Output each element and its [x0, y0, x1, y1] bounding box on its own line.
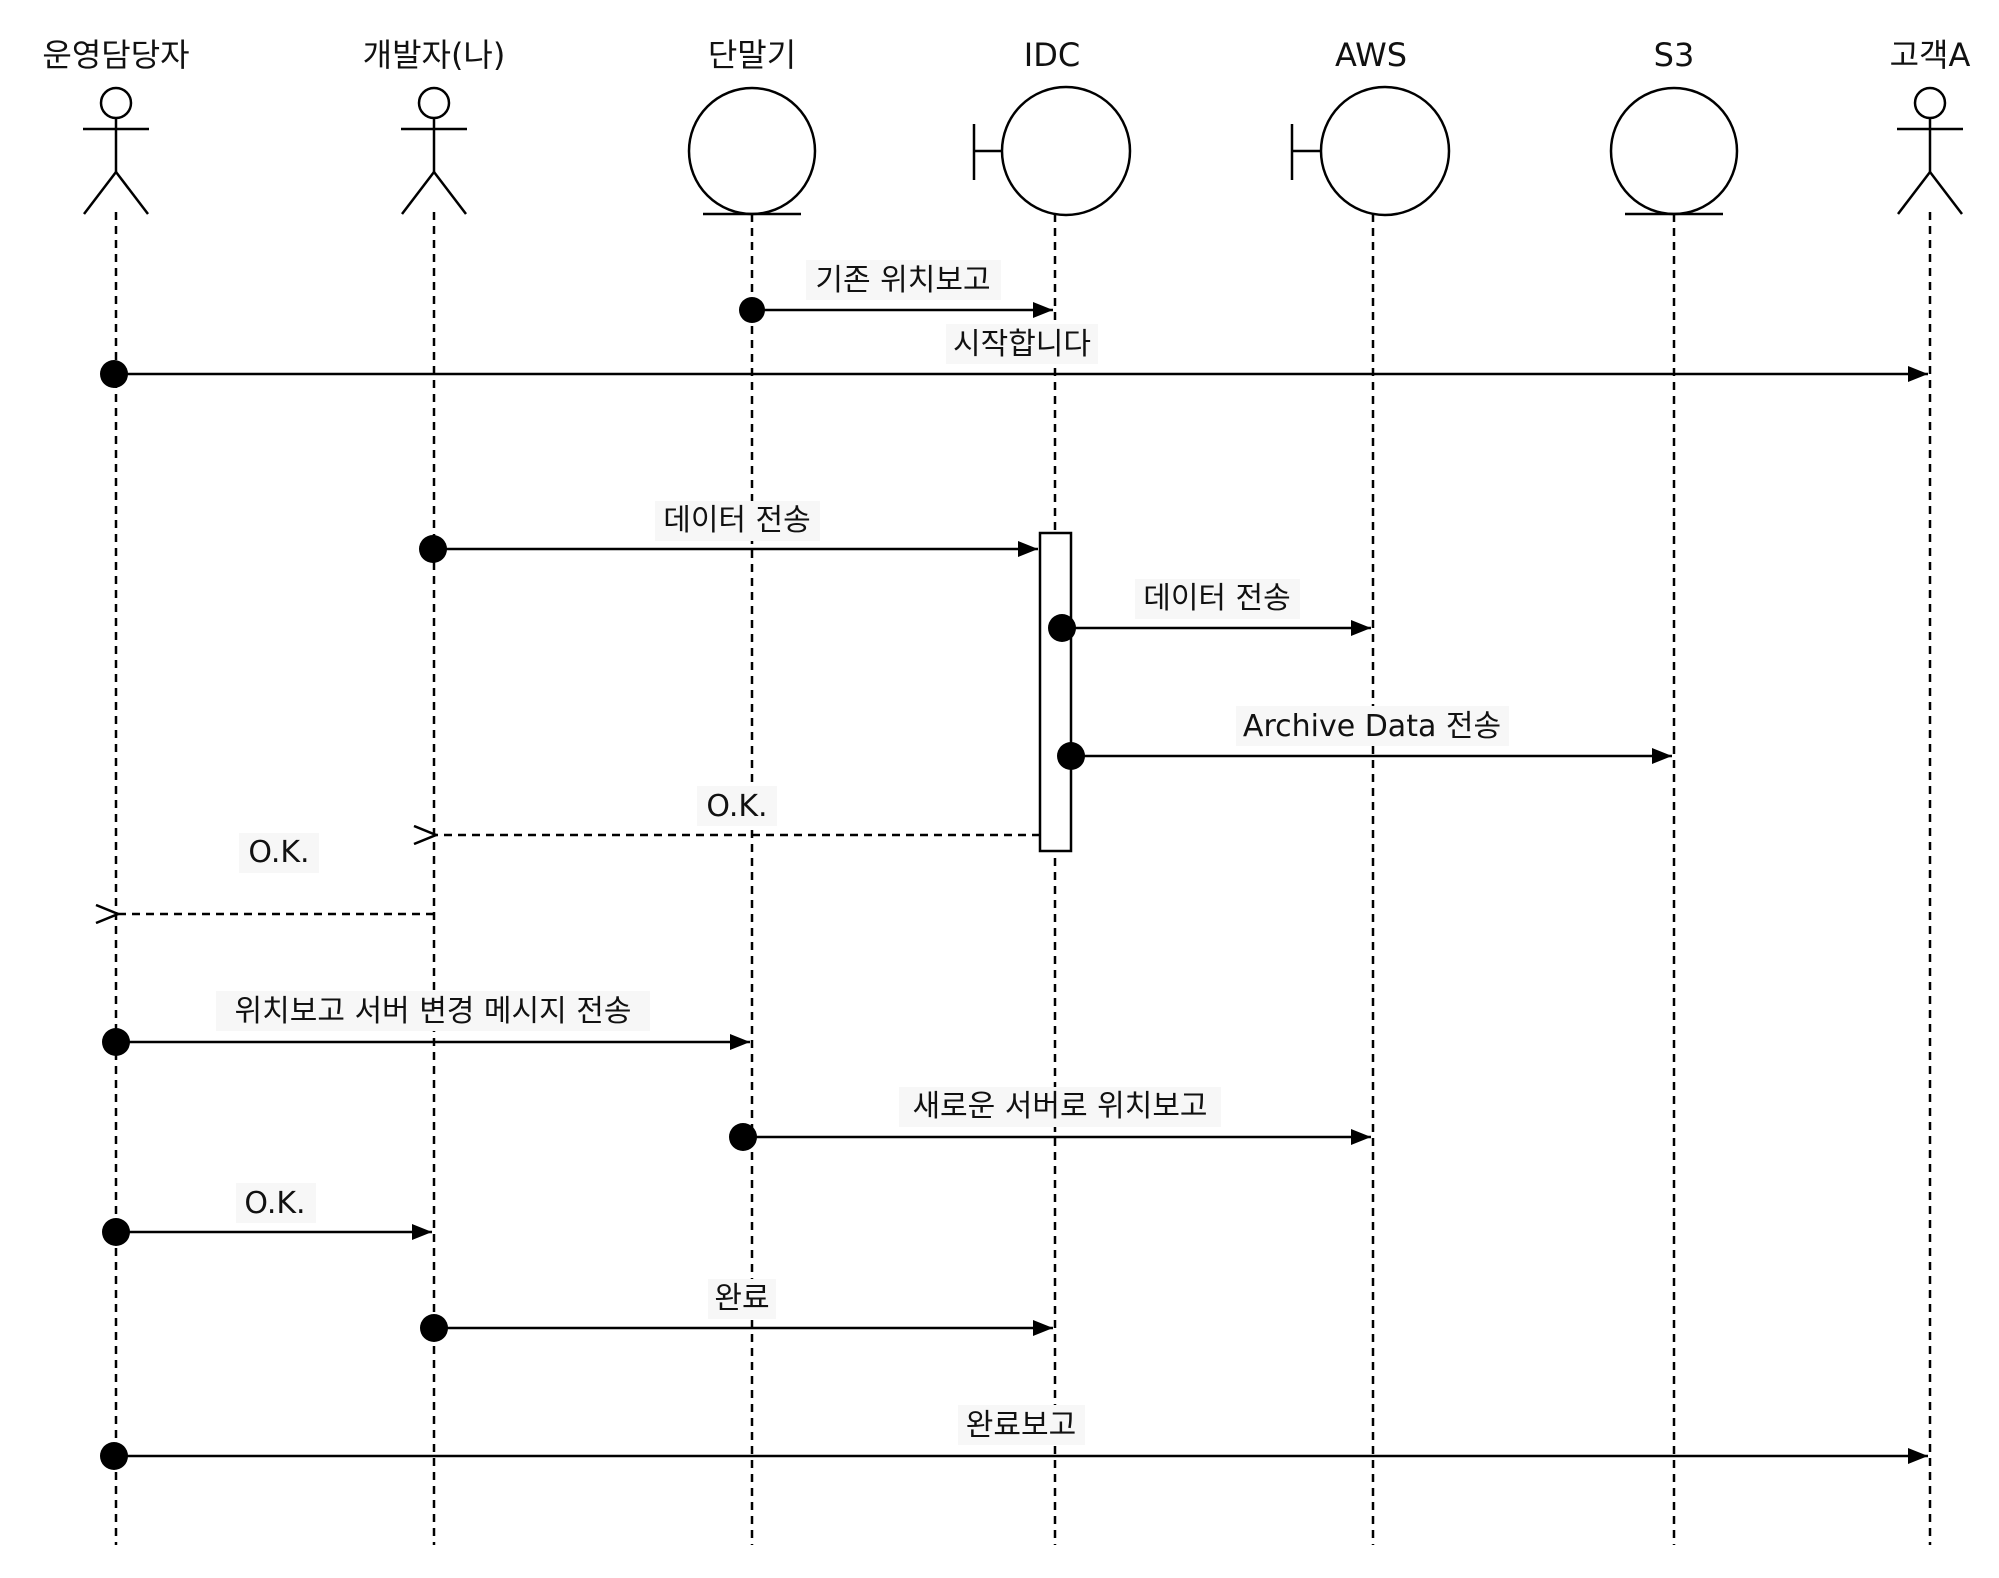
- message-label: 완료: [714, 1281, 769, 1316]
- message-label: O.K.: [706, 789, 767, 824]
- message-start-dot: [100, 360, 128, 388]
- message-completion-report: 완료보고: [100, 1405, 1928, 1470]
- message-label-bg: [1135, 579, 1300, 619]
- message-start-dot: [1057, 742, 1085, 770]
- message-label: 위치보고 서버 변경 메시지 전송: [235, 994, 632, 1029]
- message-start-dot: [102, 1028, 130, 1056]
- participant-s3: S3: [1609, 36, 1739, 216]
- message-start-dot: [102, 1218, 130, 1246]
- message-existing-location-report: 기존 위치보고: [739, 260, 1053, 323]
- message-report-to-new-server: 새로운 서버로 위치보고: [729, 1087, 1371, 1151]
- participant-operations-manager: 운영담당자: [42, 36, 190, 215]
- message-change-server-request: 위치보고 서버 변경 메시지 전송: [102, 991, 750, 1056]
- participant-aws: AWS: [1290, 36, 1451, 217]
- participant-customer-a: 고객A: [1890, 36, 1971, 215]
- message-label-bg: [697, 786, 777, 826]
- message-label: O.K.: [244, 1186, 305, 1221]
- actor-icon: [401, 86, 467, 215]
- participant-name: 단말기: [708, 36, 796, 74]
- actor-icon: [1897, 86, 1963, 215]
- boundary-icon: [1290, 85, 1451, 217]
- message-label-bg: [899, 1087, 1221, 1127]
- message-start-dot: [100, 1442, 128, 1470]
- message-label: O.K.: [248, 835, 309, 870]
- message-start-dot: [739, 297, 765, 323]
- participant-name: AWS: [1335, 36, 1407, 74]
- message-label: 새로운 서버로 위치보고: [912, 1089, 1207, 1124]
- message-ok-reply-to-developer: O.K.: [436, 786, 1040, 835]
- message-label: 완료보고: [966, 1408, 1076, 1443]
- lifelines: [114, 212, 1932, 1545]
- message-data-transfer-to-aws: 데이터 전송: [1048, 579, 1371, 642]
- message-data-transfer-to-idc: 데이터 전송: [419, 501, 1038, 563]
- participant-name: S3: [1654, 36, 1695, 74]
- participant-name: IDC: [1024, 36, 1080, 74]
- message-label-bg: [236, 1183, 316, 1223]
- participant-idc: IDC: [972, 36, 1132, 217]
- message-start-dot: [729, 1123, 757, 1151]
- message-label-bg: [946, 324, 1098, 364]
- actor-icon: [83, 86, 149, 215]
- message-start-dot: [420, 1314, 448, 1342]
- entity-icon: [1609, 86, 1739, 216]
- message-start-dot: [1048, 614, 1076, 642]
- message-label-bg: [1236, 706, 1509, 746]
- boundary-icon: [972, 85, 1132, 217]
- participant-name: 개발자(나): [363, 36, 506, 74]
- message-label-bg: [655, 501, 820, 541]
- message-label-bg: [239, 833, 319, 873]
- message-ok-reply-to-operations: O.K.: [118, 833, 434, 914]
- message-label: Archive Data 전송: [1243, 709, 1501, 744]
- participant-name: 운영담당자: [42, 36, 189, 74]
- activation-bar-idc: [1038, 531, 1073, 853]
- message-ok-to-developer: O.K.: [102, 1183, 432, 1246]
- message-archive-data-transfer: Archive Data 전송: [1057, 706, 1672, 770]
- message-label: 데이터 전송: [663, 503, 811, 538]
- message-start: 시작합니다: [100, 324, 1928, 388]
- message-label-bg: [958, 1405, 1085, 1445]
- message-complete: 완료: [420, 1279, 1053, 1342]
- message-label: 시작합니다: [953, 327, 1091, 362]
- message-label-bg: [708, 1279, 776, 1319]
- message-label-bg: [216, 991, 650, 1031]
- messages: 기존 위치보고 시작합니다 데이터 전송 데이터 전송 Arch: [100, 260, 1928, 1470]
- participants: 운영담당자 개발자(나) 단말기: [42, 36, 1971, 217]
- message-start-dot: [419, 535, 447, 563]
- participant-terminal: 단말기: [687, 36, 817, 216]
- participant-name: 고객A: [1890, 36, 1971, 74]
- message-label: 기존 위치보고: [815, 263, 990, 298]
- message-label-bg: [806, 260, 1001, 300]
- message-label: 데이터 전송: [1143, 581, 1291, 616]
- participant-developer: 개발자(나): [363, 36, 506, 215]
- entity-icon: [687, 86, 817, 216]
